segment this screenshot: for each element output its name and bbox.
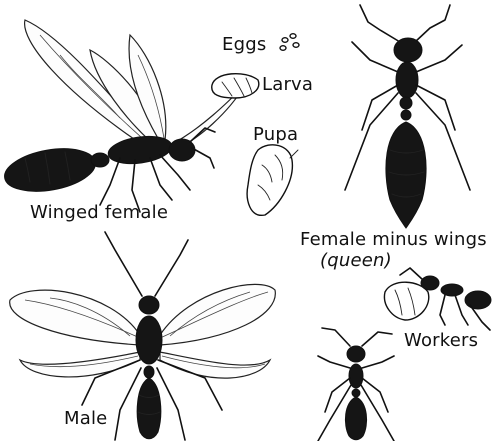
winged-female-ant (1, 20, 245, 212)
winged-female-label: Winged female (30, 204, 168, 222)
eggs-icon (280, 34, 299, 51)
queen-label: (queen) (320, 252, 392, 270)
worker-ant (318, 328, 394, 441)
workers-label: Workers (404, 332, 478, 350)
eggs-label: Eggs (222, 36, 266, 54)
male-label: Male (64, 410, 107, 428)
male-ant (10, 232, 276, 440)
pupa-icon (247, 145, 298, 216)
queen-ant (345, 5, 470, 228)
pupa-label: Pupa (253, 126, 298, 144)
larva-icon (212, 74, 259, 98)
female-minus-wings-label: Female minus wings (300, 231, 487, 249)
larva-label: Larva (262, 76, 313, 94)
worker-carrying-larva (384, 268, 491, 330)
